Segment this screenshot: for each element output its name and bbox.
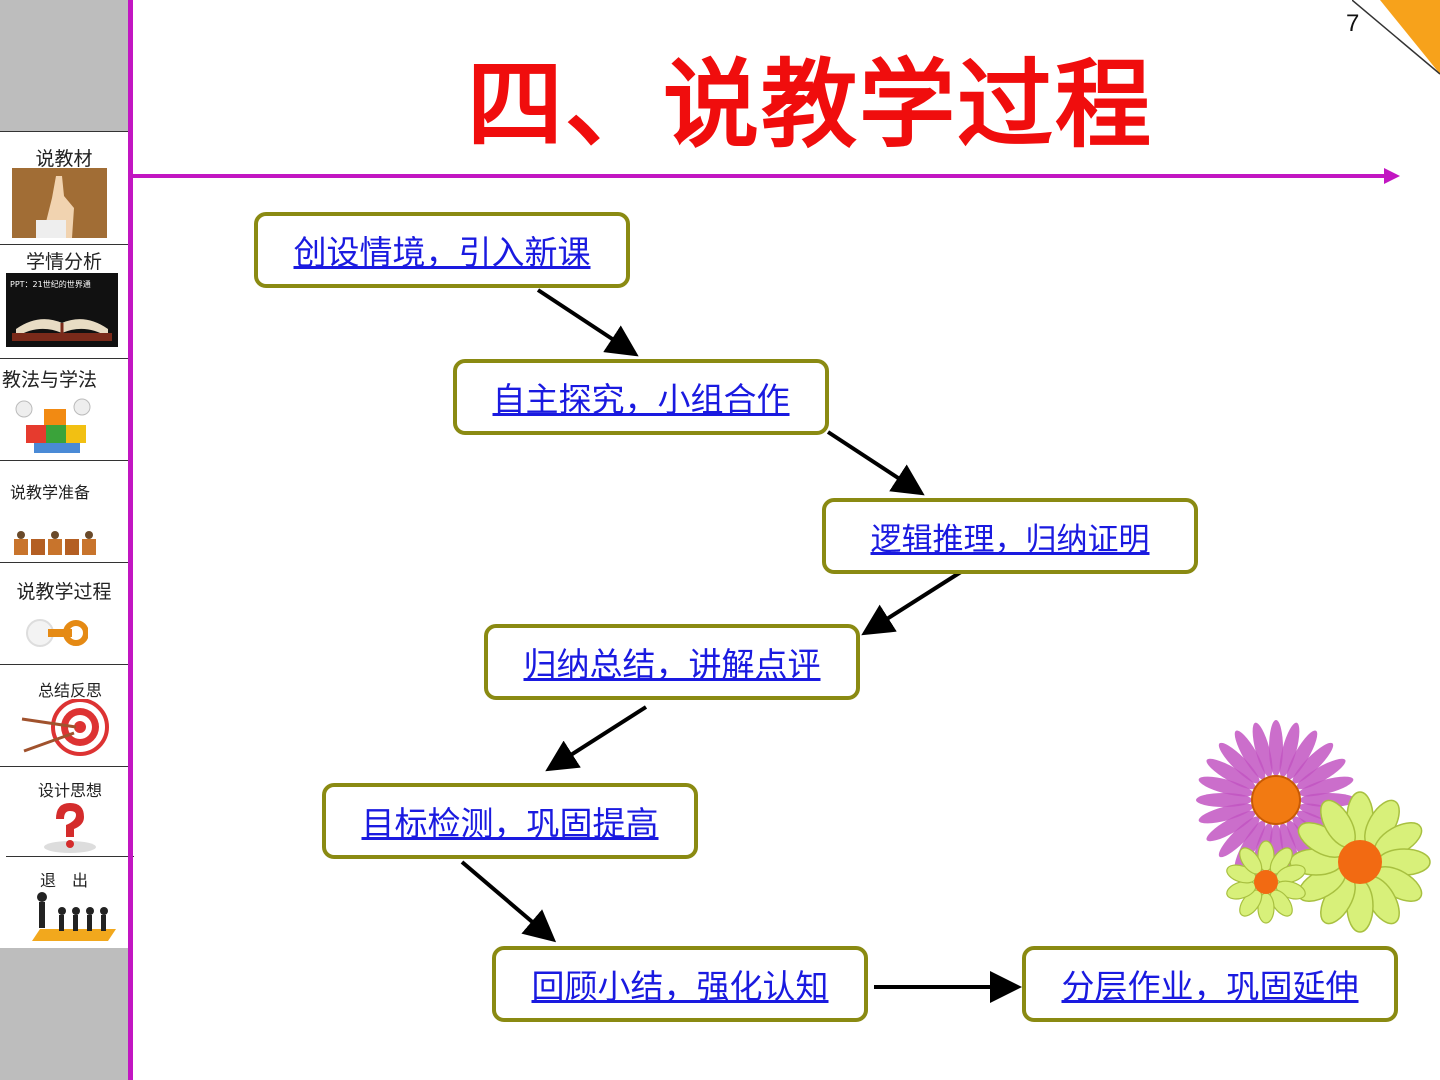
puzzle-figures-icon <box>15 398 91 453</box>
sidebar-item-design[interactable]: 设计思想 <box>0 766 128 857</box>
sidebar-item-label: 总结反思 <box>37 681 102 700</box>
flowers-decoration-icon <box>1196 720 1431 933</box>
corner-triangle-icon <box>1352 0 1440 75</box>
sidebar-item-label: 设计思想 <box>37 781 102 800</box>
title-underline <box>131 174 1389 178</box>
flow-step-link[interactable]: 分层作业，巩固延伸 <box>1061 967 1359 1006</box>
sidebar-divider <box>128 0 133 1080</box>
arrow-1 <box>536 288 639 357</box>
flow-step-link[interactable]: 自主探究，小组合作 <box>492 380 790 419</box>
flow-step-4[interactable]: 归纳总结，讲解点评 <box>484 624 860 700</box>
open-book-icon <box>6 273 118 347</box>
sidebar-item-label: 说教学准备 <box>10 483 91 502</box>
sidebar-nav: 说教材 学情分析 PPT：21世纪的世界通 教法与学法 <box>0 0 134 1080</box>
flow-step-link[interactable]: 归纳总结，讲解点评 <box>523 645 821 684</box>
thumb-caption: PPT：21世纪的世界通 <box>10 280 91 289</box>
sidebar-top-band <box>0 0 128 132</box>
underline-arrowhead-icon <box>1384 168 1400 184</box>
sidebar-item-preparation[interactable]: 说教学准备 <box>0 460 128 563</box>
flow-step-5[interactable]: 目标检测，巩固提高 <box>322 783 698 859</box>
key-icon <box>26 619 88 647</box>
target-icon <box>21 699 109 756</box>
sidebar-item-label: 退 出 <box>39 871 88 890</box>
sidebar-item-process[interactable]: 说教学过程 <box>0 562 128 665</box>
page-title: 四、说教学过程 <box>467 48 1153 161</box>
flow-step-7[interactable]: 分层作业，巩固延伸 <box>1022 946 1398 1022</box>
sidebar-item-label: 教法与学法 <box>2 369 98 391</box>
question-mark-icon <box>44 803 96 853</box>
thanks-blocks-icon <box>14 531 96 555</box>
sidebar-item-label: 说教学过程 <box>16 581 112 603</box>
page-number: 7 <box>1346 10 1360 37</box>
sidebar-item-label: 学情分析 <box>25 251 102 273</box>
sidebar-item-reflection[interactable]: 总结反思 <box>0 664 128 767</box>
sidebar-item-analysis[interactable]: 学情分析 PPT：21世纪的世界通 <box>0 244 128 359</box>
arrow-4 <box>545 705 648 772</box>
flow-step-link[interactable]: 创设情境，引入新课 <box>293 233 591 272</box>
flow-step-3[interactable]: 逻辑推理，归纳证明 <box>822 498 1198 574</box>
sidebar-item-exit[interactable]: 退 出 <box>6 856 134 949</box>
figures-exit-icon <box>32 892 116 941</box>
sidebar-item-methods[interactable]: 教法与学法 <box>0 358 128 461</box>
sidebar-item-label: 说教材 <box>35 148 93 170</box>
sidebar-item-textbook[interactable]: 说教材 <box>0 131 128 245</box>
flow-step-link[interactable]: 逻辑推理，归纳证明 <box>870 521 1150 558</box>
arrow-5 <box>460 860 557 943</box>
flow-step-link[interactable]: 回顾小结，强化认知 <box>531 967 829 1006</box>
flow-step-link[interactable]: 目标检测，巩固提高 <box>361 804 659 843</box>
flow-step-2[interactable]: 自主探究，小组合作 <box>453 359 829 435</box>
hand-raised-icon <box>12 168 107 238</box>
arrow-2 <box>826 430 925 496</box>
sidebar-bottom-band <box>0 948 128 1080</box>
flow-step-1[interactable]: 创设情境，引入新课 <box>254 212 630 288</box>
flow-step-6[interactable]: 回顾小结，强化认知 <box>492 946 868 1022</box>
arrow-3 <box>861 568 966 636</box>
